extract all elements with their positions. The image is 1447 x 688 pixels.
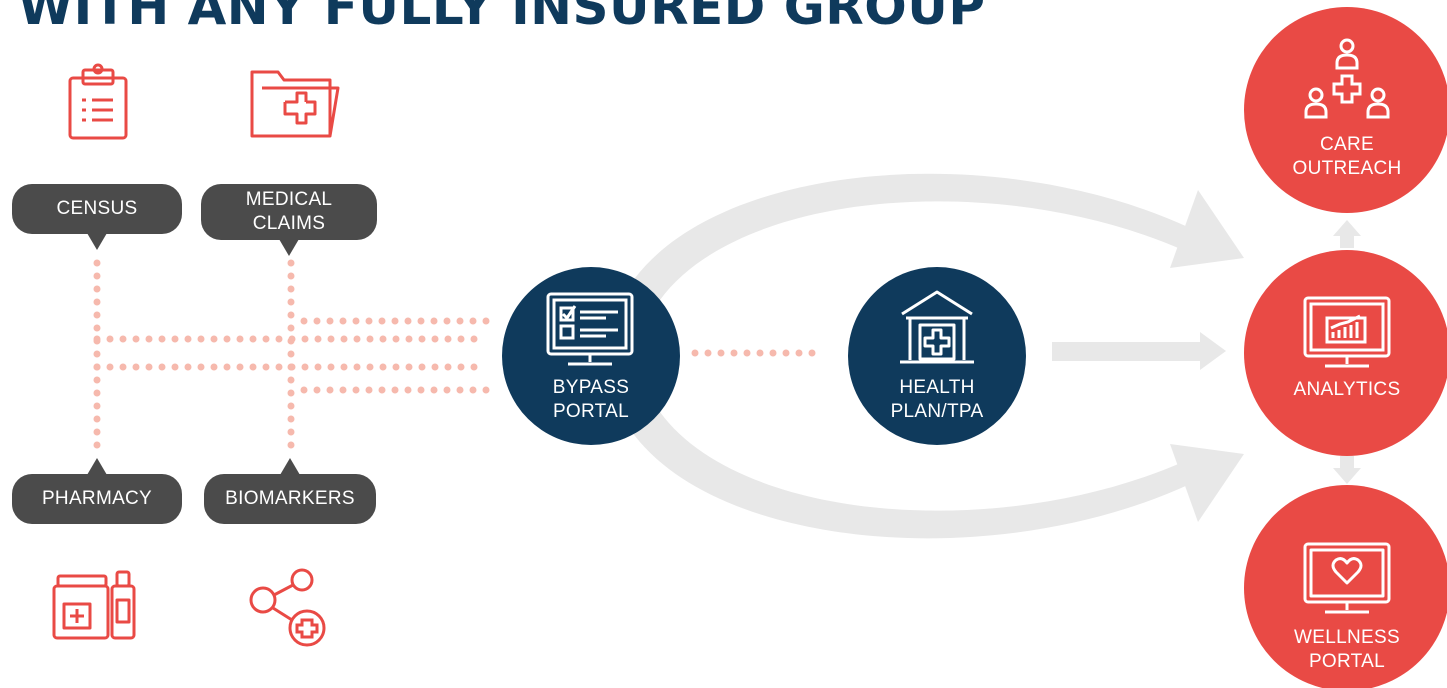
folder-medical-icon xyxy=(250,70,340,138)
care-outreach-circle xyxy=(1244,7,1447,213)
curved-arrow-bottom xyxy=(632,412,1190,539)
arrowhead-top xyxy=(1170,190,1244,268)
curved-arrow-top xyxy=(632,173,1190,300)
down-arrow-head xyxy=(1333,468,1361,484)
biomarkers-bubble: BIOMARKERS xyxy=(204,458,376,524)
biomarkers-label: BIOMARKERS xyxy=(225,488,355,509)
hospital-building-icon xyxy=(900,290,974,364)
up-arrow-shaft xyxy=(1340,236,1354,248)
monitor-checklist-icon xyxy=(546,292,634,366)
analytics-label: ANALYTICS xyxy=(1293,379,1401,400)
monitor-chart-icon xyxy=(1303,296,1391,368)
medical-claims-bubble: MEDICAL CLAIMS xyxy=(201,184,377,256)
census-bubble: CENSUS xyxy=(12,184,182,250)
page-title: WITH ANY FULLY INSURED GROUP xyxy=(18,0,986,36)
pharmacy-label: PHARMACY xyxy=(41,488,153,509)
census-label: CENSUS xyxy=(56,198,138,219)
bypass-portal-label: BYPASS PORTAL xyxy=(552,377,630,422)
molecule-plus-icon xyxy=(249,568,326,647)
wellness-portal-label: WELLNESS PORTAL xyxy=(1294,627,1400,672)
dotted-connectors xyxy=(93,259,829,454)
pharmacy-bubble: PHARMACY xyxy=(12,458,182,524)
medical-claims-label: MEDICAL CLAIMS xyxy=(245,189,333,234)
health-plan-label: HEALTH PLAN/TPA xyxy=(890,377,984,422)
wellness-portal-circle xyxy=(1244,485,1447,688)
analytics-circle xyxy=(1244,250,1447,456)
clipboard-list-icon xyxy=(68,63,128,140)
down-arrow-shaft xyxy=(1340,456,1354,468)
straight-arrow-head xyxy=(1200,332,1226,370)
people-care-icon xyxy=(1304,38,1390,119)
up-arrow-head xyxy=(1333,220,1361,236)
monitor-heart-icon xyxy=(1303,542,1391,614)
arrowhead-bottom xyxy=(1170,444,1244,522)
health-plan-circle xyxy=(848,267,1026,445)
pharmacy-bottles-icon xyxy=(52,570,136,640)
flow-arrows xyxy=(632,173,1361,539)
care-outreach-label: CARE OUTREACH xyxy=(1292,134,1402,179)
straight-arrow-shaft xyxy=(1052,342,1202,361)
